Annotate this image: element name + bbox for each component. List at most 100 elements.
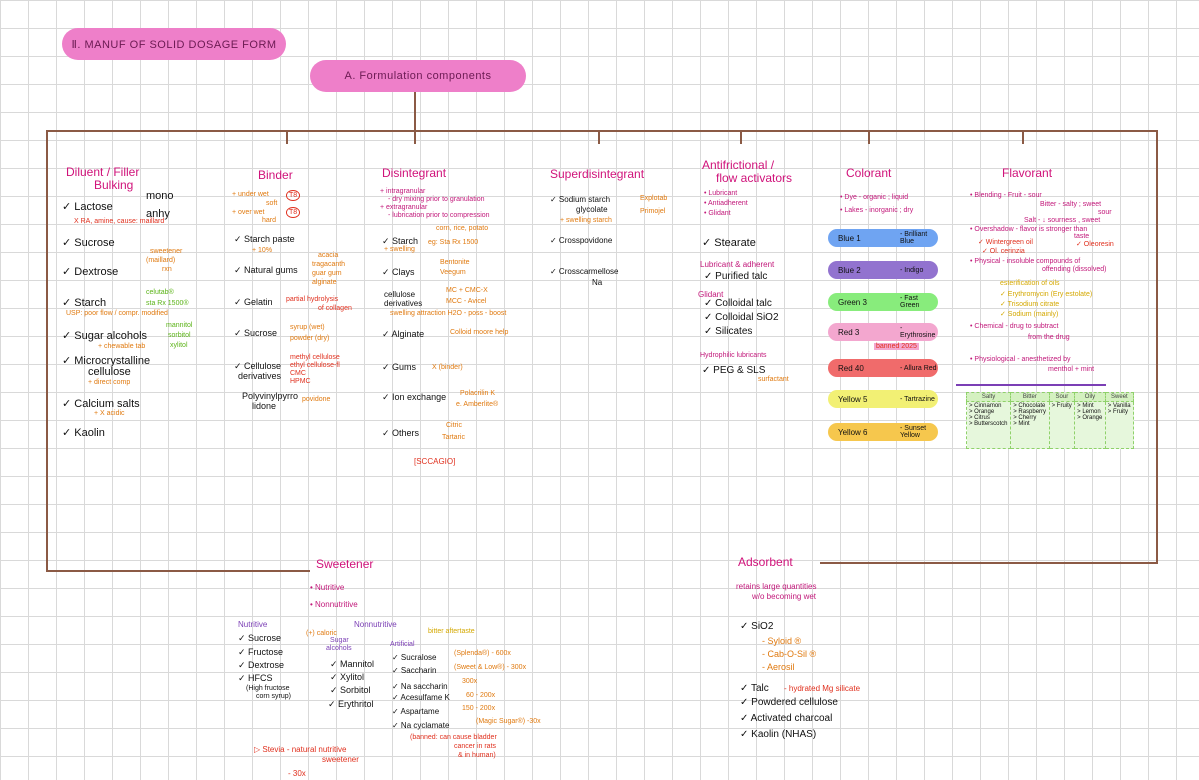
adsorbent-item: ✓ Kaolin (NHAS) <box>740 729 817 740</box>
disintegrant-item: ✓ Starch <box>382 236 419 246</box>
diluent-item: ✓ Dextrose <box>62 266 119 278</box>
flavor-table: Salty Bitter Sour Oily Sweet > Cinnamon … <box>965 392 1135 449</box>
colorant-swatch: Yellow 5 - Tartrazine <box>828 390 938 408</box>
main-title-pill: Ⅱ. MANUF OF SOLID DOSAGE FORM <box>62 28 286 60</box>
disintegrant-note: Polacrilin K <box>460 390 496 397</box>
flavorant-note: Salt - ↓ sourness , sweet <box>1024 217 1101 224</box>
lubricant-note: • Antiadherent <box>704 200 748 207</box>
binder-item: ✓ Natural gums <box>234 265 298 275</box>
disintegrant-note: e. Amberlite® <box>456 401 499 408</box>
adsorbent-note: - Syloid ® <box>762 636 802 646</box>
colorant-title: Colorant <box>846 166 892 180</box>
binder-note: of collagen <box>318 305 352 312</box>
binder-note: povidone <box>302 396 331 403</box>
diluent-note: USP: poor flow / compr. modified <box>66 310 168 317</box>
sugar-alcohol-item: ✓ Mannitol <box>330 659 375 669</box>
binder-note: acacia <box>318 252 339 259</box>
superdis-item: ✓ Sodium starch <box>550 195 611 204</box>
sweetener-note: (+) caloric <box>306 630 337 637</box>
flavorant-note: ✓ Sodium (mainly) <box>1000 311 1059 318</box>
table-row: Salty Bitter Sour Oily Sweet <box>965 392 1135 402</box>
sugar-alcohol-item: ✓ Sorbitol <box>330 685 371 695</box>
disintegrant-item: ✓ Gums <box>382 362 417 372</box>
disintegrant-note: Citric <box>446 422 462 429</box>
colorant-banned-note: banned 2025 <box>874 343 919 350</box>
diluent-note: mannitol <box>166 322 193 329</box>
binder-note: ethyl cellulose-fl <box>290 362 340 369</box>
flavorant-note: • Chemical - drug to subtract <box>970 323 1059 330</box>
superdis-note: Primojel <box>640 208 666 215</box>
lubricant-note: Hydrophilic lubricants <box>700 352 767 359</box>
sweetener-note: corn syrup) <box>256 693 292 700</box>
diluent-note: anhy <box>146 208 170 220</box>
sugar-alcohol-item: ✓ Erythritol <box>328 699 374 709</box>
disintegrant-note: + intragranular <box>380 188 426 195</box>
colorant-code: Red 40 <box>838 363 864 373</box>
artificial-item: ✓ Sucralose <box>392 653 437 662</box>
disintegrant-note: MCC - Avicel <box>446 298 487 305</box>
artificial-note: 300x <box>462 678 478 685</box>
colorant-swatch: Red 40 - Allura Red <box>828 359 938 377</box>
binder-note: CMC <box>290 370 306 377</box>
lubricant-note: Lubricant & adherent <box>700 260 775 269</box>
colorant-name: - Indigo <box>900 266 924 274</box>
diluent-item: ✓ Calcium salts <box>62 398 140 410</box>
artificial-note: 60 - 200x <box>466 692 496 699</box>
colorant-code: Yellow 6 <box>838 427 868 437</box>
flavorant-note: from the drug <box>1028 334 1070 341</box>
diluent-item: ✓ Lactose <box>62 201 113 213</box>
colorant-swatch: Yellow 6 - Sunset Yellow <box>828 423 938 441</box>
tick-disintegrant <box>414 130 416 144</box>
flavorant-note: • Blending - Fruit - sour <box>970 192 1042 199</box>
colorant-swatch: Red 3 - Erythrosine <box>828 323 938 341</box>
flavorant-note: taste <box>1074 233 1090 240</box>
main-title: Ⅱ. MANUF OF SOLID DOSAGE FORM <box>71 38 277 51</box>
lubricant-note: Glidant <box>698 290 724 299</box>
lubricant-note: surfactant <box>758 376 789 383</box>
flavorant-note: offending (dissolved) <box>1042 266 1107 273</box>
sweetener-note: bitter aftertaste <box>428 628 475 635</box>
diluent-note: sweetener <box>150 248 183 255</box>
colorant-swatch: Green 3 - Fast Green <box>828 293 938 311</box>
disintegrant-note: - dry mixing prior to granulation <box>388 196 485 203</box>
nutritive-item: ✓ HFCS <box>238 673 273 683</box>
tick-lubricant <box>740 130 742 144</box>
binder-note: partial hydrolysis <box>286 296 339 303</box>
artificial-note: (Splenda®) - 600x <box>454 650 511 657</box>
superdis-title: Superdisintegrant <box>550 167 645 181</box>
tick-colorant <box>868 130 870 144</box>
adsorbent-item: ✓ Powdered cellulose <box>740 697 838 708</box>
table-row: > Cinnamon > Orange > Citrus > Buttersco… <box>965 401 1135 449</box>
artificial-item: ✓ Na saccharin <box>392 682 448 691</box>
colorant-note: • Lakes - inorganic ; dry <box>840 207 914 214</box>
superdis-item: ✓ Crosspovidone <box>550 236 613 245</box>
disintegrant-item: ✓ Others <box>382 428 420 438</box>
table-header: Sweet <box>1104 392 1135 402</box>
diluent-note: sta Rx 1500® <box>146 300 189 307</box>
binder-note: HPMC <box>290 378 311 385</box>
disintegrant-note: Colloid moore help <box>450 329 509 336</box>
disintegrant-item: cellulose <box>384 290 416 299</box>
flavorant-note: ✓ Wintergreen oil <box>978 239 1033 246</box>
flavorant-title: Flavorant <box>1002 166 1053 180</box>
binder-item: ✓ Sucrose <box>234 328 278 338</box>
diluent-item: ✓ Sucrose <box>62 237 115 249</box>
disintegrant-note: Veegum <box>440 269 466 276</box>
disintegrant-note: eg: Sta Rx 1500 <box>428 239 479 246</box>
superdis-item: glycolate <box>576 205 608 214</box>
binder-note: syrup (wet) <box>290 324 325 331</box>
table-header: Oily <box>1074 392 1106 402</box>
adsorbent-note: - hydrated Mg silicate <box>784 684 861 693</box>
disintegrant-title: Disintegrant <box>382 166 447 180</box>
bracket-stem <box>414 92 416 130</box>
disintegrant-item: ✓ Alginate <box>382 329 425 339</box>
diluent-item: cellulose <box>88 366 131 378</box>
diluent-note: celutab® <box>146 289 174 296</box>
lubricant-title-2: flow activators <box>716 171 793 185</box>
table-cell: > Mint > Lemon > Orange <box>1074 401 1106 449</box>
sweetener-title: Sweetener <box>316 557 374 571</box>
bracket-right <box>1156 130 1158 562</box>
adsorbent-note: - Aerosil <box>762 662 795 672</box>
flavorant-note: ✓ Trisodium citrate <box>1000 301 1060 308</box>
diluent-note: + chewable tab <box>98 343 146 350</box>
